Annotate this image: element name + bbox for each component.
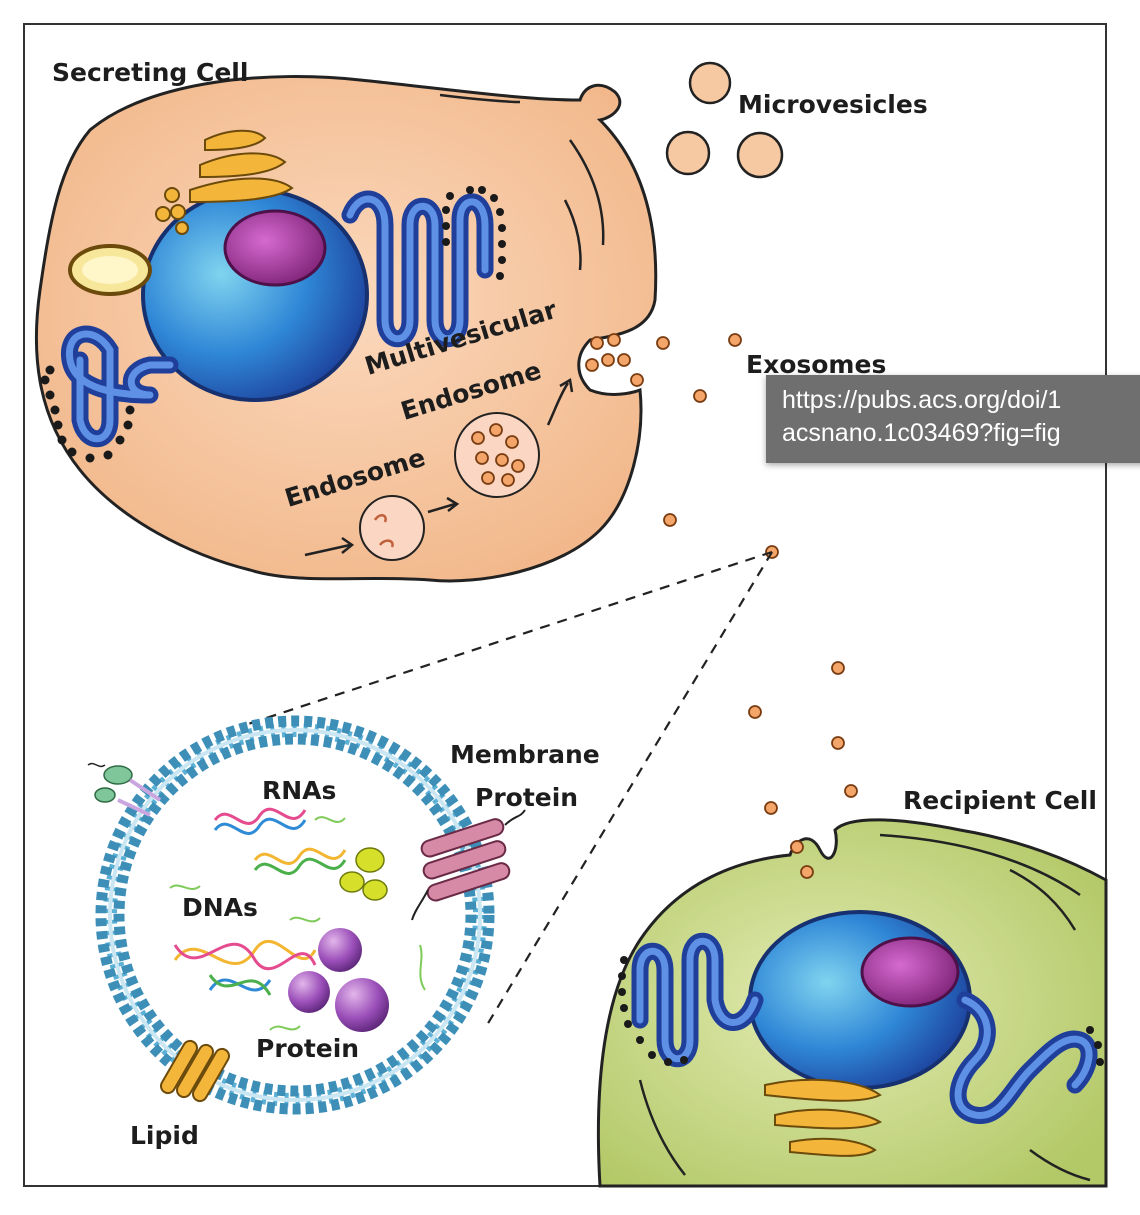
membrane-mark <box>568 139 605 246</box>
lipid-protein <box>160 1039 230 1103</box>
squiggles <box>169 816 426 1031</box>
rna-strand <box>213 807 307 825</box>
arrow <box>546 382 570 426</box>
membrane-mark <box>439 93 521 104</box>
protein-blob <box>339 847 388 901</box>
recipient-golgi <box>764 1078 883 1157</box>
golgi-apparatus <box>189 129 294 204</box>
dna-helix <box>173 940 317 965</box>
arrow <box>427 502 456 514</box>
label-secreting-cell: Secreting Cell <box>52 58 249 87</box>
zoom-line <box>244 550 773 727</box>
label-dnas: DNAs <box>182 893 258 922</box>
arrow <box>304 543 351 557</box>
label-microvesicles: Microvesicles <box>738 90 928 119</box>
membrane-mark <box>563 199 582 271</box>
label-recipient-cell: Recipient Cell <box>903 786 1097 815</box>
membrane-protein <box>420 818 511 902</box>
exosome-detail <box>87 715 526 1115</box>
url-tooltip-line1: https://pubs.acs.org/doi/1 <box>782 386 1062 414</box>
microvesicles <box>665 61 784 179</box>
ribosome-dots <box>40 365 135 463</box>
label-membrane: Membrane <box>450 740 600 769</box>
early-endosome <box>359 495 425 561</box>
release-exosomes <box>585 333 631 372</box>
ribosome-dots <box>442 186 506 280</box>
figure-frame <box>23 23 1107 1187</box>
label-membrane-protein: Protein <box>475 783 579 812</box>
url-tooltip: https://pubs.acs.org/doi/1 acsnano.1c034… <box>766 375 1140 463</box>
rna-strand <box>253 847 347 865</box>
zoom-line <box>486 551 773 1026</box>
membrane-mark <box>638 1079 686 1176</box>
protein-sphere <box>288 971 330 1013</box>
recipient-nucleolus <box>860 936 960 1008</box>
surface-receptor <box>87 762 162 817</box>
label-protein: Protein <box>256 1034 360 1063</box>
golgi-vesicles <box>155 187 189 235</box>
label-lipid: Lipid <box>130 1121 199 1150</box>
intraluminal-vesicles <box>471 423 525 487</box>
membrane-mark <box>1029 1148 1091 1182</box>
label-exosomes: Exosomes <box>746 350 887 379</box>
protein-sphere <box>318 928 362 972</box>
protein-sphere <box>335 978 389 1032</box>
ribosome-dots <box>618 956 688 1066</box>
endocytosed-exosomes <box>790 840 814 879</box>
nucleolus <box>223 209 327 287</box>
membrane-mark <box>1009 868 1077 931</box>
label-rnas: RNAs <box>262 776 337 805</box>
url-tooltip-line2: acsnano.1c03469?fig=fig <box>782 419 1061 447</box>
ribosome-dots <box>1086 1026 1104 1066</box>
membrane-mark <box>879 833 1081 897</box>
